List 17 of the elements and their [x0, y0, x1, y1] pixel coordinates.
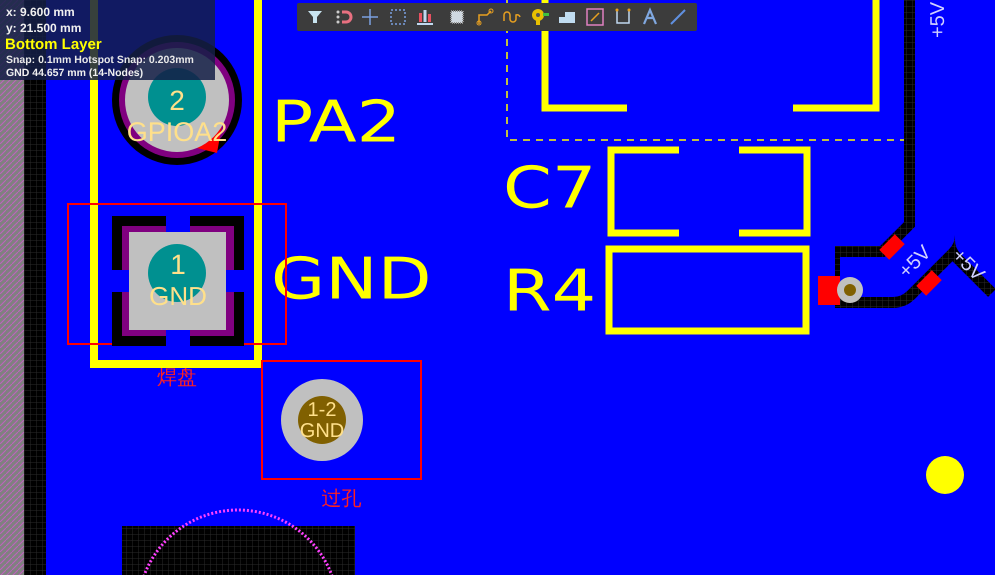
layer-name: Bottom Layer: [5, 37, 102, 52]
silkscreen-designator: PA2: [271, 93, 402, 150]
annotation-caption: 过孔: [320, 488, 362, 508]
pin-number: 1: [169, 251, 187, 279]
coordinate-readout: y: 21.500 mm: [6, 22, 82, 34]
net-label: +5V: [928, 2, 948, 38]
silkscreen-designator: C7: [503, 159, 596, 216]
pin-number: 2: [168, 87, 186, 115]
net-label: +5V: [895, 242, 935, 282]
net-length-info: GND 44.657 mm (14-Nodes): [6, 68, 144, 78]
coordinate-readout: x: 9.600 mm: [6, 6, 75, 18]
silkscreen-designator: R4: [503, 262, 596, 320]
annotation-caption: 焊盘: [156, 367, 198, 387]
snap-info: Snap: 0.1mm Hotspot Snap: 0.203mm: [6, 55, 194, 66]
net-label: +5V: [948, 245, 988, 285]
pin-number: 1-2: [306, 400, 338, 420]
net-name: GND: [298, 421, 346, 441]
